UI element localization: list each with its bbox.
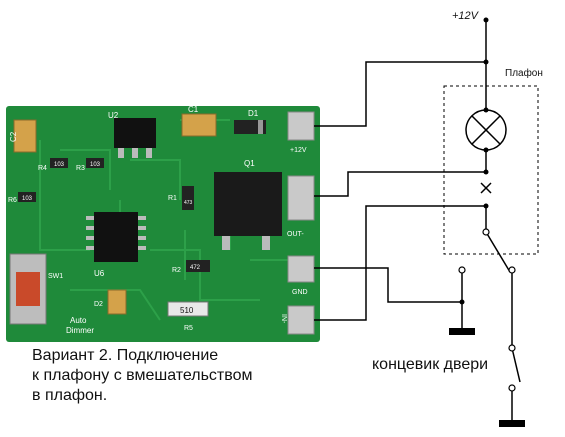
u2-label: U2 (108, 111, 119, 120)
r2-label: R2 (172, 267, 181, 274)
lamp-symbol (465, 109, 507, 151)
ground-symbol-right (499, 420, 525, 427)
r4-code: 103 (54, 162, 65, 168)
d1-label: D1 (248, 109, 259, 118)
pad-in-label: IN- (280, 314, 287, 324)
r1-label: R1 (168, 195, 177, 202)
pad-gnd-label: GND (292, 289, 308, 296)
r2-code: 472 (190, 265, 201, 271)
caption-line-3: в плафон. (32, 387, 108, 404)
r5-label: R5 (184, 325, 193, 332)
lamp-label: Плафон (505, 68, 543, 79)
r6-label: R6 (8, 197, 17, 204)
r3-code: 103 (90, 162, 101, 168)
r3-label: R3 (76, 165, 85, 172)
pad-12v-label: +12V (290, 147, 307, 154)
open-terminals (458, 228, 516, 392)
junction-dots (459, 17, 489, 305)
q1-label: Q1 (244, 159, 255, 168)
r1-code: 473 (184, 200, 193, 206)
door-switch-label: концевик двери (372, 356, 489, 373)
break-mark (480, 182, 492, 194)
silk-line1: Auto (70, 316, 87, 325)
r6-code: 103 (22, 196, 33, 202)
lamp-housing (443, 85, 539, 255)
sw1-label: SW1 (48, 273, 63, 280)
ground-symbol-left (449, 328, 475, 335)
pcb-board: C2 U2 C1 D1 +12V 103 R4 103 R3 103 R6 (6, 105, 320, 342)
r4-label: R4 (38, 165, 47, 172)
silk-line2: Dimmer (66, 326, 94, 335)
r5-code: 510 (180, 306, 194, 315)
u6-label: U6 (94, 269, 105, 278)
caption-line-1: Вариант 2. Подключение (32, 347, 219, 364)
caption-line-2: к плафону с вмешательством (32, 367, 253, 384)
d2-label: D2 (94, 301, 103, 308)
caption: Вариант 2. Подключение к плафону с вмеша… (32, 346, 332, 406)
c2-label: C2 (9, 131, 18, 142)
c1-label: C1 (188, 105, 199, 114)
pad-out-label: OUT- (287, 231, 304, 238)
supply-label: +12V (452, 10, 478, 22)
